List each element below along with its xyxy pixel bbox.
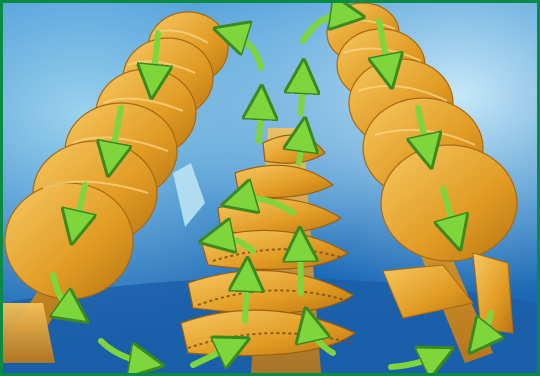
flow-arrow-center-1: [301, 75, 303, 113]
flow-arrow-center-2: [259, 101, 261, 141]
flow-arrow-center-3: [299, 133, 303, 163]
flow-arrow-center-4: [300, 243, 301, 293]
mixer-illustration: [3, 3, 537, 373]
flow-arrow-center-5: [245, 273, 247, 321]
